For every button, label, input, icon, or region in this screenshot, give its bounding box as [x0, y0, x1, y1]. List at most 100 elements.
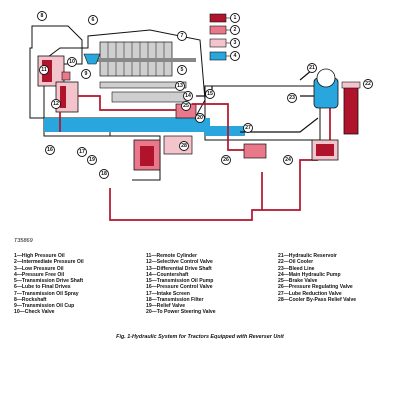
main-pump-pistons — [316, 144, 334, 156]
transmission-pump-filter — [133, 103, 197, 171]
callout-5: 5 — [177, 65, 187, 75]
pressure-regulating-valve — [243, 143, 267, 159]
svg-text:15: 15 — [207, 91, 213, 97]
legend-item: 2—Intermediate Pressure Oil — [14, 259, 84, 266]
rockshaft-supply-line — [78, 95, 176, 111]
callout-3: 3 — [226, 38, 240, 48]
legend-column-1: 1—High Pressure Oil 2—Intermediate Press… — [14, 253, 84, 316]
transmission-oil-cup — [83, 53, 101, 65]
callout-28: 28 — [179, 141, 189, 151]
svg-text:5: 5 — [181, 67, 184, 73]
svg-text:1: 1 — [234, 15, 237, 21]
low-pressure-lines — [196, 69, 331, 133]
callout-18: 18 — [99, 169, 109, 179]
drive-shaft — [96, 58, 196, 62]
callout-10: 10 — [67, 57, 77, 67]
key-swatch-low-pressure — [209, 38, 227, 48]
color-key — [209, 13, 227, 61]
legend-item: 12—Selective Control Valve — [146, 259, 213, 266]
svg-text:20: 20 — [197, 115, 203, 121]
callouts: 1 2 3 4 5 6 7 8 9 10 11 12 13 14 15 16 1… — [37, 11, 373, 179]
legend-item: 25—Brake Valve — [278, 278, 318, 284]
callout-27: 27 — [243, 123, 253, 133]
legend-item: 17—Intake Screen — [146, 290, 190, 297]
callout-12: 12 — [51, 99, 61, 109]
svg-text:26: 26 — [223, 157, 229, 163]
svg-text:23: 23 — [289, 95, 295, 101]
svg-text:8: 8 — [41, 13, 44, 19]
callout-17: 17 — [77, 147, 87, 157]
hydraulic-reservoir — [313, 68, 339, 109]
callout-13: 13 — [175, 81, 185, 91]
oil-cooler-tank-top — [341, 81, 361, 89]
legend-item: 23—Bleed Line — [278, 265, 315, 272]
svg-text:4: 4 — [234, 53, 237, 59]
callout-21: 21 — [307, 63, 317, 73]
legend-item: 22—Oil Cooler — [278, 259, 314, 266]
legend-item: 21—Hydraulic Reservoir — [278, 253, 337, 259]
callout-4: 4 — [226, 51, 240, 61]
legend-item: 28—Cooler By-Pass Relief Valve — [278, 296, 357, 303]
legend-item: 8—Rockshaft — [14, 296, 47, 303]
legend-item: 3—Low Pressure Oil — [14, 265, 64, 272]
callout-2: 2 — [226, 25, 240, 35]
callout-7: 7 — [177, 31, 187, 41]
callout-9: 9 — [81, 69, 91, 79]
callout-25: 25 — [181, 101, 191, 111]
pressure-free-oil-sump — [44, 118, 210, 132]
key-swatch-pressure-free — [209, 51, 227, 61]
callout-14: 14 — [183, 91, 193, 101]
callout-22: 22 — [363, 79, 373, 89]
high-pressure-lines — [59, 95, 331, 221]
callout-8: 8 — [37, 11, 47, 21]
svg-text:18: 18 — [101, 171, 107, 177]
differential-drive-shaft — [111, 91, 187, 103]
svg-text:11: 11 — [41, 67, 47, 73]
svg-text:24: 24 — [285, 157, 291, 163]
filter-core — [140, 146, 154, 166]
figure-id: T35869 — [14, 238, 33, 244]
svg-text:12: 12 — [53, 101, 59, 107]
legend-item: 27—Lube Reduction Valve — [278, 290, 342, 297]
check-valve-body — [61, 71, 71, 81]
callout-26: 26 — [221, 155, 231, 165]
callout-20: 20 — [195, 113, 205, 123]
svg-text:17: 17 — [79, 149, 85, 155]
legend-item: 1—High Pressure Oil — [14, 253, 65, 259]
main-hydraulic-pump — [311, 139, 339, 161]
svg-text:22: 22 — [365, 81, 371, 87]
selective-control-valve-spool — [60, 86, 66, 108]
callout-1: 1 — [226, 13, 240, 23]
legend-item: 7—Transmission Oil Spray — [14, 290, 79, 297]
oil-cooler — [341, 81, 361, 135]
legend-item: 19—Relief Valve — [146, 303, 186, 309]
transmission-case — [43, 29, 206, 119]
svg-text:7: 7 — [181, 33, 184, 39]
legend-item: 16—Pressure Control Valve — [146, 284, 213, 291]
legend-item: 6—Lube to Final Drives — [14, 284, 71, 291]
legend-item: 5—Transmission Drive Shaft — [14, 278, 84, 284]
legend-item: 9—Transmission Oil Cup — [14, 303, 75, 309]
svg-text:25: 25 — [183, 103, 189, 109]
callout-11: 11 — [39, 65, 49, 75]
cooler-return-line — [240, 117, 319, 133]
legend-item: 18—Transmission Filter — [146, 296, 204, 303]
callout-6: 6 — [88, 15, 98, 25]
callout-23: 23 — [287, 93, 297, 103]
svg-text:16: 16 — [47, 147, 53, 153]
callout-19: 19 — [87, 155, 97, 165]
legend-column-2: 11—Remote Cylinder 12—Selective Control … — [146, 253, 216, 316]
svg-text:27: 27 — [245, 125, 251, 131]
svg-text:19: 19 — [89, 157, 95, 163]
legend-item: 26—Pressure Regulating Valve — [278, 284, 353, 291]
svg-text:6: 6 — [92, 17, 95, 23]
oil-cooler-core — [343, 85, 359, 135]
legend-item: 13—Differential Drive Shaft — [146, 265, 212, 272]
legend-item: 4—Pressure Free Oil — [14, 271, 65, 278]
callout-24: 24 — [283, 155, 293, 165]
legend-column-3: 21—Hydraulic Reservoir 22—Oil Cooler 23—… — [278, 253, 356, 303]
callout-16: 16 — [45, 145, 55, 155]
svg-text:9: 9 — [85, 71, 88, 77]
legend-item: 24—Main Hydraulic Pump — [278, 271, 341, 278]
brake-line — [192, 103, 244, 151]
